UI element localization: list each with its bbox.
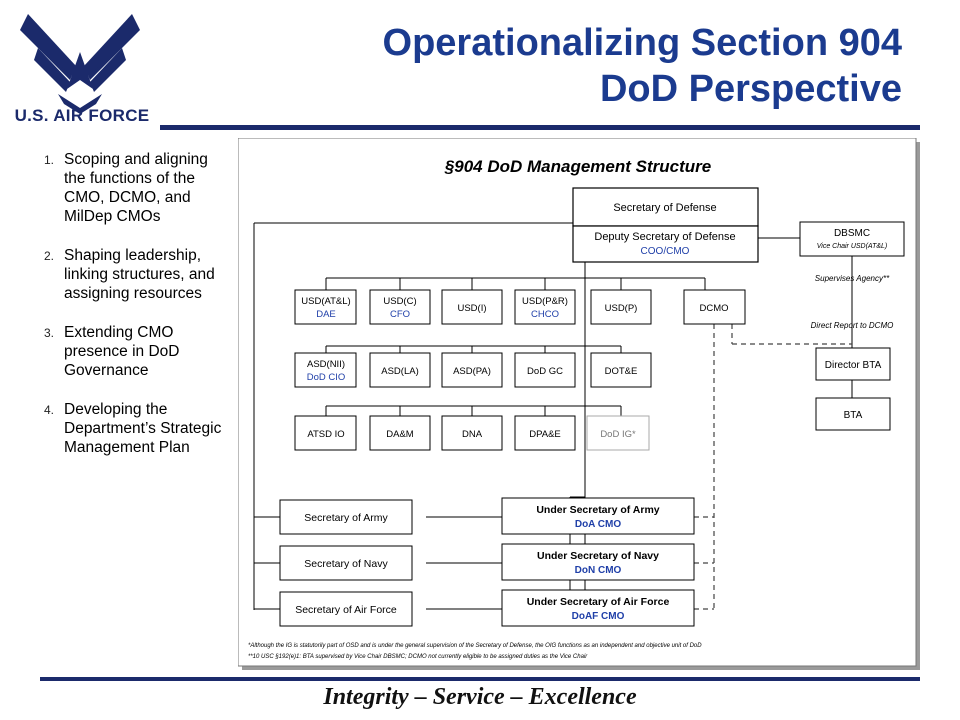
list-item: 3.Extending CMO presence in DoD Governan… (44, 324, 180, 379)
svg-text:DBSMC: DBSMC (834, 228, 870, 239)
footer-divider (40, 677, 920, 681)
row1-box: USD(C) CFO (369, 289, 431, 325)
svg-text:DoD GC: DoD GC (527, 366, 563, 377)
secretary-army-box: Secretary of Army (279, 499, 413, 535)
row2-box: DOT&E (590, 352, 652, 388)
svg-text:ASD(NII): ASD(NII) (307, 359, 345, 370)
row3-box: DPA&E (514, 415, 576, 451)
svg-text:ASD(LA): ASD(LA) (381, 366, 418, 377)
title-line-1: Operationalizing Section 904 (382, 22, 902, 64)
svg-text:BTA: BTA (844, 410, 863, 421)
svg-text:Secretary of Defense: Secretary of Defense (613, 202, 716, 214)
title-line-2: DoD Perspective (599, 68, 902, 110)
svg-text:ATSD IO: ATSD IO (307, 429, 344, 440)
dcmo-box: DCMO (683, 289, 746, 325)
row3-box: DNA (441, 415, 503, 451)
svg-text:Director BTA: Director BTA (825, 360, 882, 371)
dbsmc-box: DBSMC Vice Chair USD(AT&L) (799, 221, 905, 257)
logo-text: U.S. AIR FORCE (14, 106, 150, 125)
secretary-air-force-box: Secretary of Air Force (279, 591, 413, 627)
bta-box: BTA (815, 397, 891, 431)
row2-box: DoD GC (514, 352, 576, 388)
svg-text:DOT&E: DOT&E (605, 366, 638, 377)
row1-box: USD(P) (590, 289, 652, 325)
svg-text:ASD(PA): ASD(PA) (453, 366, 491, 377)
svg-text:COO/CMO: COO/CMO (641, 246, 690, 257)
svg-text:USD(P&R): USD(P&R) (522, 296, 568, 307)
svg-text:USD(C): USD(C) (383, 296, 416, 307)
direct-report-label: Direct Report to DCMO (811, 321, 894, 330)
under-secretary-air-force-box: Under Secretary of Air Force DoAF CMO (501, 589, 695, 627)
deputy-secretary-box: Deputy Secretary of Defense COO/CMO (572, 225, 759, 263)
svg-text:DCMO: DCMO (699, 303, 728, 314)
svg-text:Under Secretary of Air Force: Under Secretary of Air Force (527, 596, 670, 608)
svg-text:Deputy Secretary of Defense: Deputy Secretary of Defense (594, 231, 735, 243)
header-divider (160, 125, 920, 130)
row3-box: ATSD IO (294, 415, 357, 451)
supervises-label: Supervises Agency** (815, 274, 890, 283)
svg-text:DAE: DAE (316, 309, 336, 320)
director-bta-box: Director BTA (815, 347, 891, 381)
svg-text:DNA: DNA (462, 429, 483, 440)
row1-box: USD(AT&L) DAE (294, 289, 357, 325)
svg-text:USD(P): USD(P) (605, 303, 638, 314)
svg-text:DoD CIO: DoD CIO (307, 372, 346, 383)
svg-text:CFO: CFO (390, 309, 410, 320)
row2-box: ASD(PA) (441, 352, 503, 388)
svg-text:DoA CMO: DoA CMO (575, 519, 622, 530)
row2-box: ASD(NII) DoD CIO (294, 352, 357, 388)
svg-text:DoD IG*: DoD IG* (600, 429, 636, 440)
svg-text:USD(AT&L): USD(AT&L) (301, 296, 350, 307)
air-force-wings-logo (20, 14, 140, 114)
svg-text:CHCO: CHCO (531, 309, 559, 320)
svg-text:Secretary of Army: Secretary of Army (304, 512, 388, 524)
under-secretary-army-box: Under Secretary of Army DoA CMO (501, 497, 695, 535)
org-chart: §904 DoD Management Structure (238, 138, 920, 670)
secretary-navy-box: Secretary of Navy (279, 545, 413, 581)
svg-text:DoN CMO: DoN CMO (575, 565, 622, 576)
svg-text:DPA&E: DPA&E (529, 429, 561, 440)
list-item: 1.Scoping and aligning the functions of … (44, 151, 208, 225)
row1-box: USD(P&R) CHCO (514, 289, 576, 325)
footnote-2: **10 USC §192(e)1: BTA supervised by Vic… (248, 654, 588, 660)
secretary-of-defense-box: Secretary of Defense (572, 187, 759, 227)
dashed-lines (694, 324, 852, 610)
svg-text:Under Secretary of Navy: Under Secretary of Navy (537, 550, 659, 562)
row3-box: DA&M (369, 415, 431, 451)
svg-text:Vice Chair USD(AT&L): Vice Chair USD(AT&L) (817, 243, 888, 250)
svg-text:DA&M: DA&M (386, 429, 414, 440)
list-item: 4.Developing the Department’s Strategic … (44, 401, 222, 456)
footer-motto: Integrity – Service – Excellence (323, 684, 637, 710)
dod-ig-box: DoD IG* (586, 415, 650, 451)
footnote-1: *Although the IG is statutorily part of … (248, 643, 702, 649)
svg-text:Secretary of Air Force: Secretary of Air Force (295, 604, 397, 616)
steps-list: 1.Scoping and aligning the functions of … (44, 150, 230, 477)
svg-text:USD(I): USD(I) (457, 303, 486, 314)
under-secretary-navy-box: Under Secretary of Navy DoN CMO (501, 543, 695, 581)
svg-text:Secretary of Navy: Secretary of Navy (304, 558, 388, 570)
svg-text:Under Secretary of Army: Under Secretary of Army (536, 504, 659, 516)
row1-box: USD(I) (441, 289, 503, 325)
row2-box: ASD(LA) (369, 352, 431, 388)
svg-text:DoAF CMO: DoAF CMO (572, 611, 625, 622)
page-title: Operationalizing Section 904 DoD Perspec… (383, 20, 902, 112)
list-item: 2.Shaping leadership, linking structures… (44, 247, 215, 302)
diagram-title: §904 DoD Management Structure (444, 157, 711, 176)
